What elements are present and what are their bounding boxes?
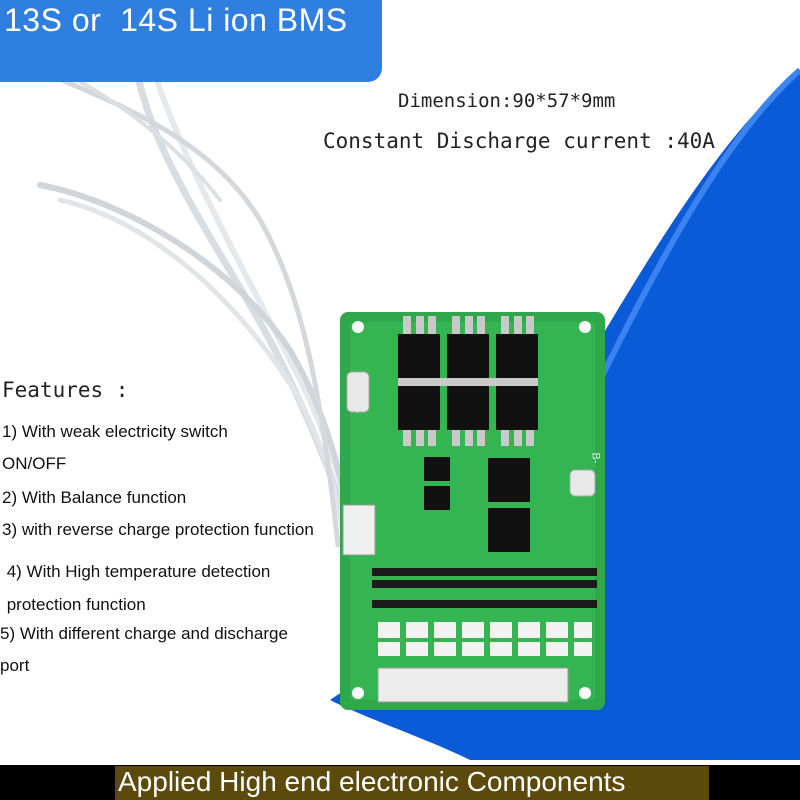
feature-line: protection function — [2, 595, 146, 614]
pcb-board-icon — [340, 312, 605, 710]
footer-text: Applied High end electronic Components — [118, 766, 626, 797]
feature-line: 5) With different charge and discharge — [0, 624, 288, 643]
footer-band — [115, 766, 709, 800]
features-heading: Features : — [2, 378, 129, 402]
feature-line: 1) With weak electricity switch — [2, 422, 228, 441]
feature-line: ON/OFF — [2, 454, 67, 473]
discharge-spec: Constant Discharge current :40A — [323, 129, 715, 153]
feature-line: 4) With High temperature detection — [2, 562, 271, 581]
feature-line: 2) With Balance function — [2, 488, 187, 507]
dimension-spec: Dimension:90*57*9mm — [398, 90, 616, 112]
balance-connector-icon — [377, 667, 569, 703]
page-title: 13S or 14S Li ion BMS — [4, 2, 348, 38]
blue-swoosh-edge — [587, 67, 800, 402]
pcb-label-b-minus: B- — [589, 452, 602, 464]
feature-line: 3) with reverse charge protection functi… — [2, 520, 314, 539]
pcb-label-p-minus: P- — [351, 402, 364, 414]
title-banner — [0, 0, 382, 82]
feature-line: port — [0, 656, 30, 675]
